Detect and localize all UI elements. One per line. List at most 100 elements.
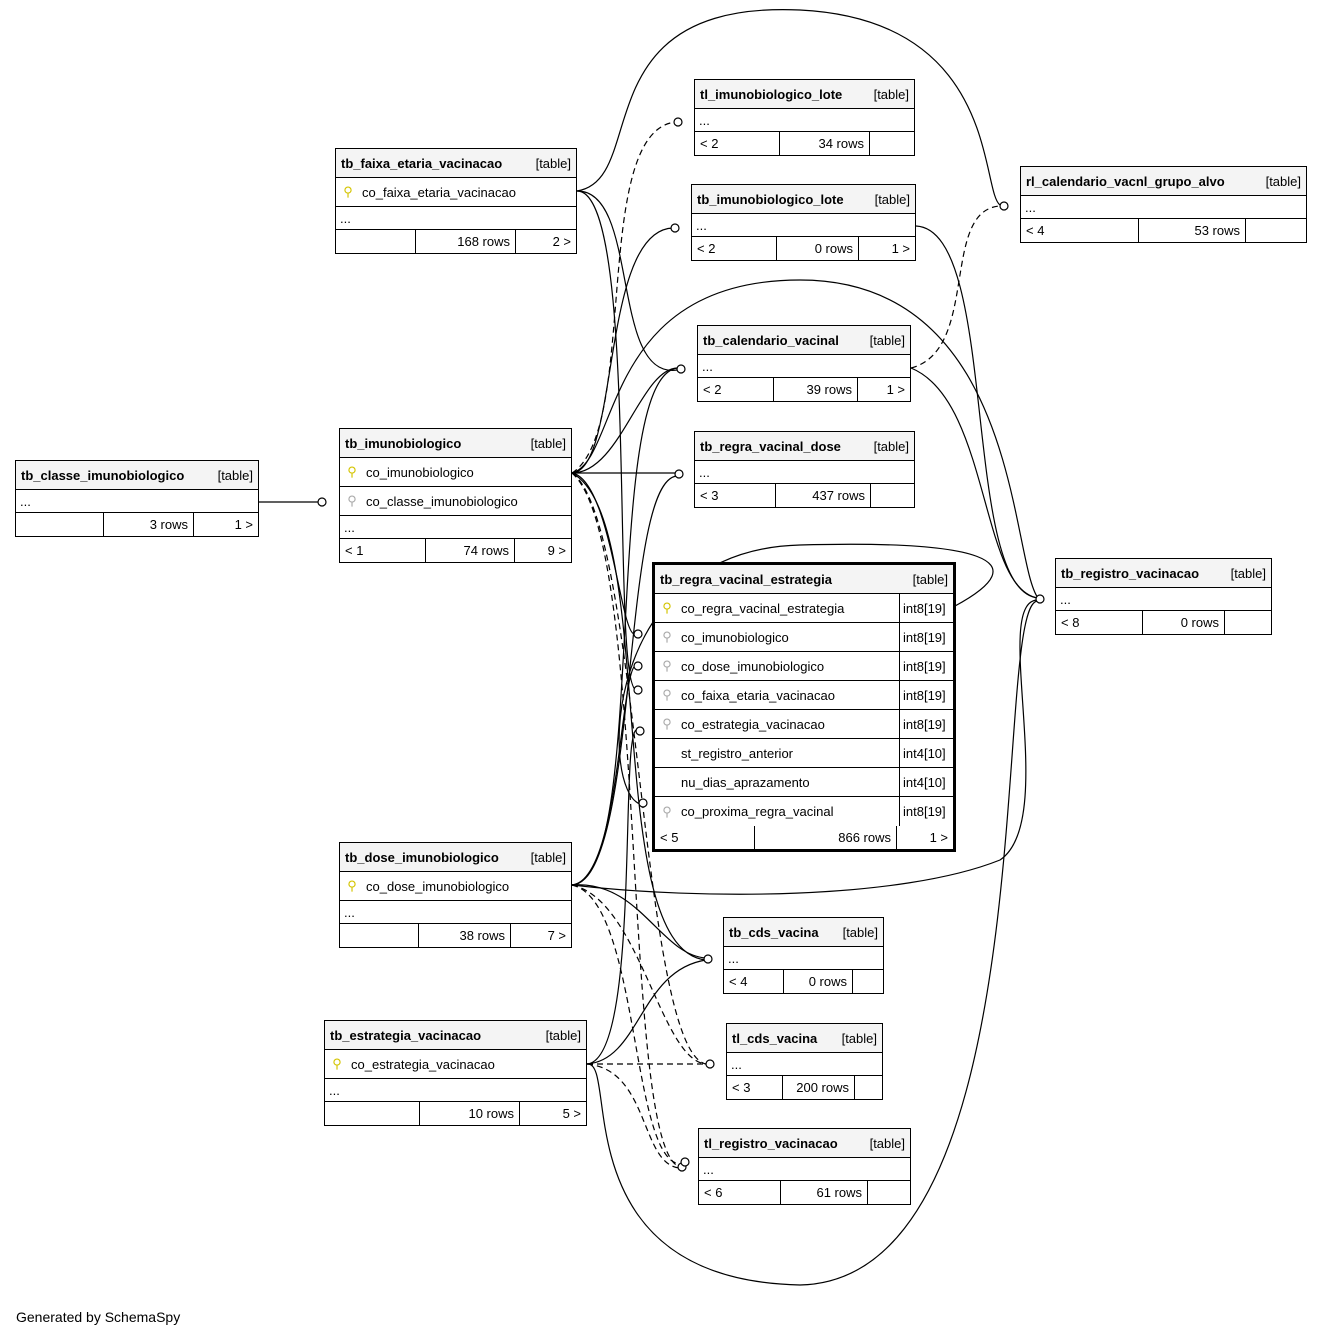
- table-name: tb_estrategia_vacinacao: [330, 1027, 482, 1043]
- column-row[interactable]: ⚲co_classe_imunobiologico: [340, 487, 571, 516]
- columns-ellipsis: ...: [695, 109, 914, 132]
- column-row[interactable]: ⚲co_estrategia_vacinacao: [325, 1050, 586, 1079]
- table-name: tb_imunobiologico_lote: [697, 191, 844, 207]
- parents-count[interactable]: < 4: [1021, 219, 1139, 242]
- column-type: int8[19]: [899, 623, 953, 651]
- table-tb-faixa-etaria-vacinacao[interactable]: tb_faixa_etaria_vacinacao[table] ⚲co_fai…: [335, 148, 577, 254]
- parents-count[interactable]: < 6: [699, 1181, 781, 1204]
- edge-imuno-tl-cds: [571, 472, 707, 1065]
- table-name: tb_calendario_vacinal: [703, 332, 839, 348]
- parents-count[interactable]: < 2: [695, 132, 780, 155]
- children-count[interactable]: [868, 1181, 910, 1204]
- table-rl-calendario-vacnl-grupo-alvo[interactable]: rl_calendario_vacnl_grupo_alvo[table] ..…: [1020, 166, 1307, 243]
- columns-ellipsis: ...: [727, 1053, 882, 1076]
- table-tb-classe-imunobiologico[interactable]: tb_classe_imunobiologico[table] ... 3 ro…: [15, 460, 259, 537]
- parents-count[interactable]: < 8: [1056, 611, 1143, 634]
- columns-ellipsis: ...: [699, 1158, 910, 1181]
- children-count[interactable]: 1 >: [886, 382, 905, 397]
- table-tb-regra-vacinal-estrategia[interactable]: tb_regra_vacinal_estrategia[table] ⚲co_r…: [652, 562, 956, 852]
- parents-count[interactable]: [340, 924, 419, 947]
- column-name: co_regra_vacinal_estrategia: [681, 600, 845, 616]
- columns-ellipsis: ...: [698, 355, 910, 378]
- column-row[interactable]: ⚲ co_imunobiologico: [340, 458, 571, 487]
- parents-count[interactable]: < 1: [340, 539, 426, 562]
- table-name: tl_imunobiologico_lote: [700, 86, 843, 102]
- children-count[interactable]: [871, 484, 914, 507]
- edge-regra-self: [618, 543, 994, 805]
- column-type: int8[19]: [899, 594, 953, 622]
- parents-count[interactable]: < 4: [724, 970, 784, 993]
- column-name: co_imunobiologico: [366, 464, 474, 480]
- table-name: tl_registro_vacinacao: [704, 1135, 838, 1151]
- children-count[interactable]: 5 >: [562, 1106, 581, 1121]
- parents-count[interactable]: [16, 513, 104, 536]
- foreign-key-icon: ⚲: [347, 493, 357, 508]
- primary-key-icon: ⚲: [347, 464, 357, 479]
- children-count[interactable]: [853, 970, 883, 993]
- table-name: tb_regra_vacinal_estrategia: [660, 571, 832, 587]
- edge-imuno-cds: [571, 472, 707, 961]
- column-row[interactable]: ⚲co_faixa_etaria_vacinacao: [336, 178, 576, 207]
- table-kind: [table]: [874, 191, 910, 207]
- column-row[interactable]: ⚲co_dose_imunobiologico: [340, 872, 571, 901]
- children-count[interactable]: 1 >: [929, 830, 948, 845]
- children-count[interactable]: 9 >: [547, 543, 566, 558]
- parents-count[interactable]: < 3: [695, 484, 776, 507]
- parents-count[interactable]: < 2: [692, 237, 777, 260]
- table-kind: [table]: [1230, 565, 1266, 581]
- primary-key-icon: ⚲: [332, 1056, 342, 1071]
- children-count[interactable]: [870, 132, 914, 155]
- parents-count[interactable]: < 3: [727, 1076, 783, 1099]
- parents-count[interactable]: < 2: [698, 378, 774, 401]
- column-name: nu_dias_aprazamento: [681, 774, 810, 790]
- table-kind: [table]: [841, 1030, 877, 1046]
- table-name: rl_calendario_vacnl_grupo_alvo: [1026, 173, 1225, 189]
- parents-count[interactable]: < 5: [655, 826, 755, 849]
- children-count[interactable]: [1225, 611, 1271, 634]
- children-count[interactable]: 7 >: [547, 928, 566, 943]
- parents-count[interactable]: [325, 1102, 420, 1125]
- table-kind: [table]: [545, 1027, 581, 1043]
- table-name: tb_registro_vacinacao: [1061, 565, 1200, 581]
- columns-ellipsis: ...: [336, 207, 576, 230]
- children-count[interactable]: [855, 1076, 882, 1099]
- children-count[interactable]: 2 >: [552, 234, 571, 249]
- table-kind: [table]: [842, 924, 878, 940]
- table-tb-imunobiologico[interactable]: tb_imunobiologico[table] ⚲co_imunobiolog…: [339, 428, 572, 563]
- table-kind: [table]: [873, 86, 909, 102]
- children-count[interactable]: [1246, 219, 1306, 242]
- parents-count[interactable]: [336, 230, 416, 253]
- table-tb-estrategia-vacinacao[interactable]: tb_estrategia_vacinacao [table] ⚲co_estra…: [324, 1020, 587, 1126]
- table-kind: [table]: [530, 849, 566, 865]
- table-tb-dose-imunobiologico[interactable]: tb_dose_imunobiologico[table] ⚲co_dose_i…: [339, 842, 572, 948]
- table-kind: [table]: [1265, 173, 1301, 189]
- table-name: tb_regra_vacinal_dose: [700, 438, 841, 454]
- column-name: co_faixa_etaria_vacinacao: [681, 687, 835, 703]
- edge-estrategia-regra-estrategia: [586, 729, 637, 1065]
- children-count[interactable]: 1 >: [234, 517, 253, 532]
- children-count[interactable]: 1 >: [891, 241, 910, 256]
